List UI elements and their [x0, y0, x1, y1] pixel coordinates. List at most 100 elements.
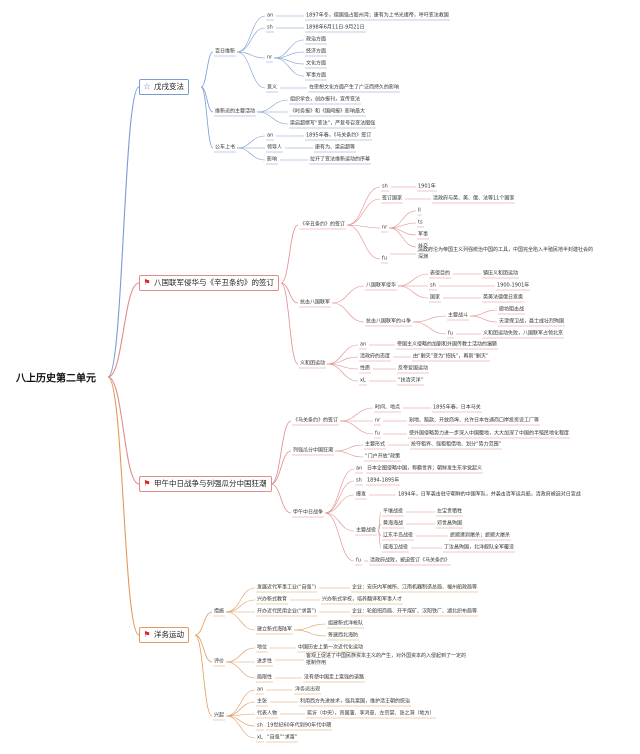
node-a2-1[interactable]: 组织学会，创办报刊，宣传变法 — [290, 96, 361, 103]
node-d2-2[interactable]: 进步性 — [257, 658, 273, 665]
node-a1-3c[interactable]: 文化方面 — [306, 60, 327, 67]
node-d3[interactable]: 兴起 — [214, 712, 225, 719]
node-a2-2[interactable]: 《时务报》和《国闻报》影响最大 — [290, 108, 366, 115]
node-b3-1[interactable]: an — [360, 341, 367, 348]
node-d3-2[interactable]: 主张 — [257, 698, 268, 705]
node-b2-1c[interactable]: 国家 — [430, 294, 441, 301]
node-c2[interactable]: 列强瓜分中国狂潮 — [293, 447, 334, 454]
node-b1-2[interactable]: 签订国家 — [382, 195, 403, 202]
node-a3-3[interactable]: 影响 — [267, 156, 278, 163]
node-d1[interactable]: 措施 — [214, 608, 225, 615]
node-d3-2v[interactable]: 利用西方先进技术，强兵富国，维护清王朝的统治 — [300, 698, 411, 705]
topic-eight-nation-alliance[interactable]: ⚑八国联军侵华与《辛丑条约》的签订 — [139, 275, 279, 291]
node-d2-1v[interactable]: 中国历史上第一次近代化运动 — [298, 644, 364, 651]
node-c3-4a[interactable]: 平壤战役 — [383, 508, 404, 515]
node-b1-3b[interactable]: ts — [418, 219, 423, 226]
node-d2[interactable]: 评价 — [214, 658, 225, 665]
node-d3-1v[interactable]: 洋务派出现 — [295, 686, 321, 693]
node-a3[interactable]: 公车上书 — [215, 144, 236, 151]
topic-self-strengthening[interactable]: ⚑洋务运动 — [139, 627, 189, 643]
node-d1-4a[interactable]: 组建新式洋枪队 — [328, 620, 364, 627]
node-c3-4bv[interactable]: 邓世昌殉国 — [437, 520, 463, 527]
node-c3-4[interactable]: 主要战役 — [356, 527, 377, 534]
node-b2-2b[interactable]: fu — [448, 330, 453, 337]
node-b1-2v[interactable]: 清政府与英、美、俄、法等11个国家 — [433, 195, 515, 202]
node-d3-3[interactable]: 代表人物 — [257, 710, 278, 717]
node-b2[interactable]: 抗击八国联军 — [300, 299, 331, 306]
node-c3-3[interactable]: 爆发 — [356, 491, 367, 498]
node-b2-1bv[interactable]: 1900-1901年 — [497, 282, 530, 289]
node-a3-2[interactable]: 领导人 — [267, 144, 283, 151]
node-d1-3[interactable]: 开办近代民用企业(“求富”) — [257, 608, 317, 615]
node-b3-2[interactable]: 清政府的态度 — [360, 353, 391, 360]
node-a3-2v[interactable]: 康有为、梁启超等 — [315, 144, 356, 151]
node-b2-1b[interactable]: sh — [430, 282, 436, 289]
node-b1-3[interactable]: nr — [382, 224, 388, 231]
node-d3-5v[interactable]: “自强”“求富” — [267, 734, 298, 741]
node-b2-2[interactable]: 抗击八国联军的斗争 — [366, 318, 412, 325]
node-a1-3d[interactable]: 军事方面 — [306, 72, 327, 79]
node-b1-3a[interactable]: ll — [418, 207, 421, 214]
node-b3-1v[interactable]: 帝国主义侵略的加剧和外国传教士活动的猖獗 — [397, 341, 498, 348]
node-b1-4v[interactable]: 清政府沦为帝国主义列强统治中国的工具，中国完全陷入半殖民地半封建社会的深渊 — [418, 247, 594, 260]
node-c3-5v[interactable]: 清政府战败，被迫签订《马关条约》 — [370, 557, 451, 564]
node-d3-4[interactable]: sh — [257, 722, 263, 729]
node-c3-2v[interactable]: 1894-1895年 — [367, 477, 400, 484]
node-b2-2bv[interactable]: 义和团运动失败，八国联军占领北京 — [483, 330, 564, 337]
node-d1-2[interactable]: 兴办新式教育 — [257, 596, 288, 603]
node-b1-4[interactable]: fu — [382, 255, 387, 262]
node-a2-3[interactable]: 梁启超撰写“变法”，严复号召变法图强 — [290, 120, 376, 127]
node-d2-1[interactable]: 地位 — [257, 644, 268, 651]
node-b2-1[interactable]: 八国联军侵华 — [366, 282, 397, 289]
node-c3-4cv[interactable]: 旅顺遭到屠杀；旅顺大屠杀 — [450, 532, 511, 539]
node-c1-1[interactable]: 时间、地点 — [375, 404, 401, 411]
node-a3-1v[interactable]: 1895年春，《马关条约》签订 — [306, 132, 372, 139]
topic-sino-japanese-war[interactable]: ⚑甲午中日战争与列强瓜分中国狂潮 — [139, 476, 272, 492]
node-b3-4[interactable]: xL — [360, 377, 366, 384]
node-d1-1[interactable]: 发展近代军事工业(“自强”) — [257, 584, 317, 591]
node-c2-1v[interactable]: 抢夺租界、强租租借地、划分“势力范围” — [411, 441, 502, 448]
node-b2-2a2[interactable]: 天津保卫战，聂士成壮烈殉国 — [499, 318, 565, 325]
node-b2-1a[interactable]: 表侵目的 — [430, 270, 451, 277]
node-a3-3v[interactable]: 拉开了变法维新运动的序幕 — [310, 156, 371, 163]
node-a1-3b[interactable]: 经济方面 — [306, 48, 327, 55]
node-b2-1av[interactable]: 镇压义和团运动 — [483, 270, 519, 277]
node-c1[interactable]: 《马关条约》的签订 — [293, 417, 339, 424]
node-d3-1[interactable]: an — [257, 686, 264, 693]
node-d1-3v[interactable]: 企业：轮船招商局、开平煤矿、汉阳铁厂、湖北织布局等 — [352, 608, 478, 615]
node-a2[interactable]: 维新派的主要活动 — [215, 108, 256, 115]
node-a1-2[interactable]: sh — [267, 24, 273, 31]
node-c3-3v[interactable]: 1894年，日军袭击驻守朝鲜的中国军队，并袭击清军运兵船，清政府被迫对日宣战 — [398, 491, 581, 498]
topic-reform-1898[interactable]: ☆戊戌变法 — [139, 79, 189, 95]
node-c1-3v[interactable]: 使外国侵略势力进一步深入中国腹地，大大加深了中国的半殖民地化程度 — [409, 430, 570, 437]
node-a1-3a[interactable]: 政治方面 — [306, 36, 327, 43]
node-c3-4dv[interactable]: 丁汝昌殉国，北洋舰队全军覆没 — [444, 544, 515, 551]
node-c3[interactable]: 甲午中日战争 — [293, 509, 324, 516]
node-b1-3d[interactable]: 外交 — [418, 243, 429, 250]
node-b3-3[interactable]: 性质 — [360, 365, 371, 372]
node-c3-1v[interactable]: 日本企图侵略中国，称霸世界；朝鲜发生东学党起义 — [367, 465, 483, 472]
node-b3-2v[interactable]: 由“剿灭”变为“招抚”，再到“剿灭” — [413, 353, 489, 360]
node-c3-2[interactable]: sh — [356, 477, 362, 484]
node-a1-4v[interactable]: 在思想文化方面产生了广泛而持久的影响 — [309, 84, 400, 91]
node-d2-3[interactable]: 局限性 — [257, 674, 273, 681]
node-b2-2a1[interactable]: 廊坊阻击战 — [499, 306, 525, 313]
node-c3-4b[interactable]: 黄海海战 — [383, 520, 404, 527]
node-c2-1[interactable]: 主要形式 — [365, 441, 386, 448]
node-b3-4v[interactable]: “扶清灭洋” — [398, 377, 424, 384]
root-title[interactable]: 八上历史第二单元 — [16, 373, 96, 385]
node-c1-2[interactable]: nr — [375, 417, 381, 424]
node-d3-4v[interactable]: 19世纪60年代到90年代中期 — [267, 722, 332, 729]
node-a1[interactable]: 百日维新 — [215, 48, 236, 55]
node-d3-5[interactable]: xL — [257, 734, 263, 741]
node-a1-3[interactable]: nr — [267, 54, 273, 61]
node-b3[interactable]: 义和团运动 — [300, 360, 326, 367]
node-b1-3c[interactable]: 军事 — [418, 231, 429, 238]
node-b1[interactable]: 《辛丑条约》的签订 — [300, 221, 346, 228]
node-a3-1[interactable]: an — [267, 132, 274, 139]
node-d1-4b[interactable]: 筹建西北海防 — [328, 632, 359, 639]
node-b2-1cv[interactable]: 英美法德俄日意奥 — [483, 294, 524, 301]
node-a1-4[interactable]: 意义 — [267, 84, 278, 91]
node-c3-4c[interactable]: 辽东半岛战役 — [383, 532, 414, 539]
node-a1-1[interactable]: an — [267, 12, 274, 19]
